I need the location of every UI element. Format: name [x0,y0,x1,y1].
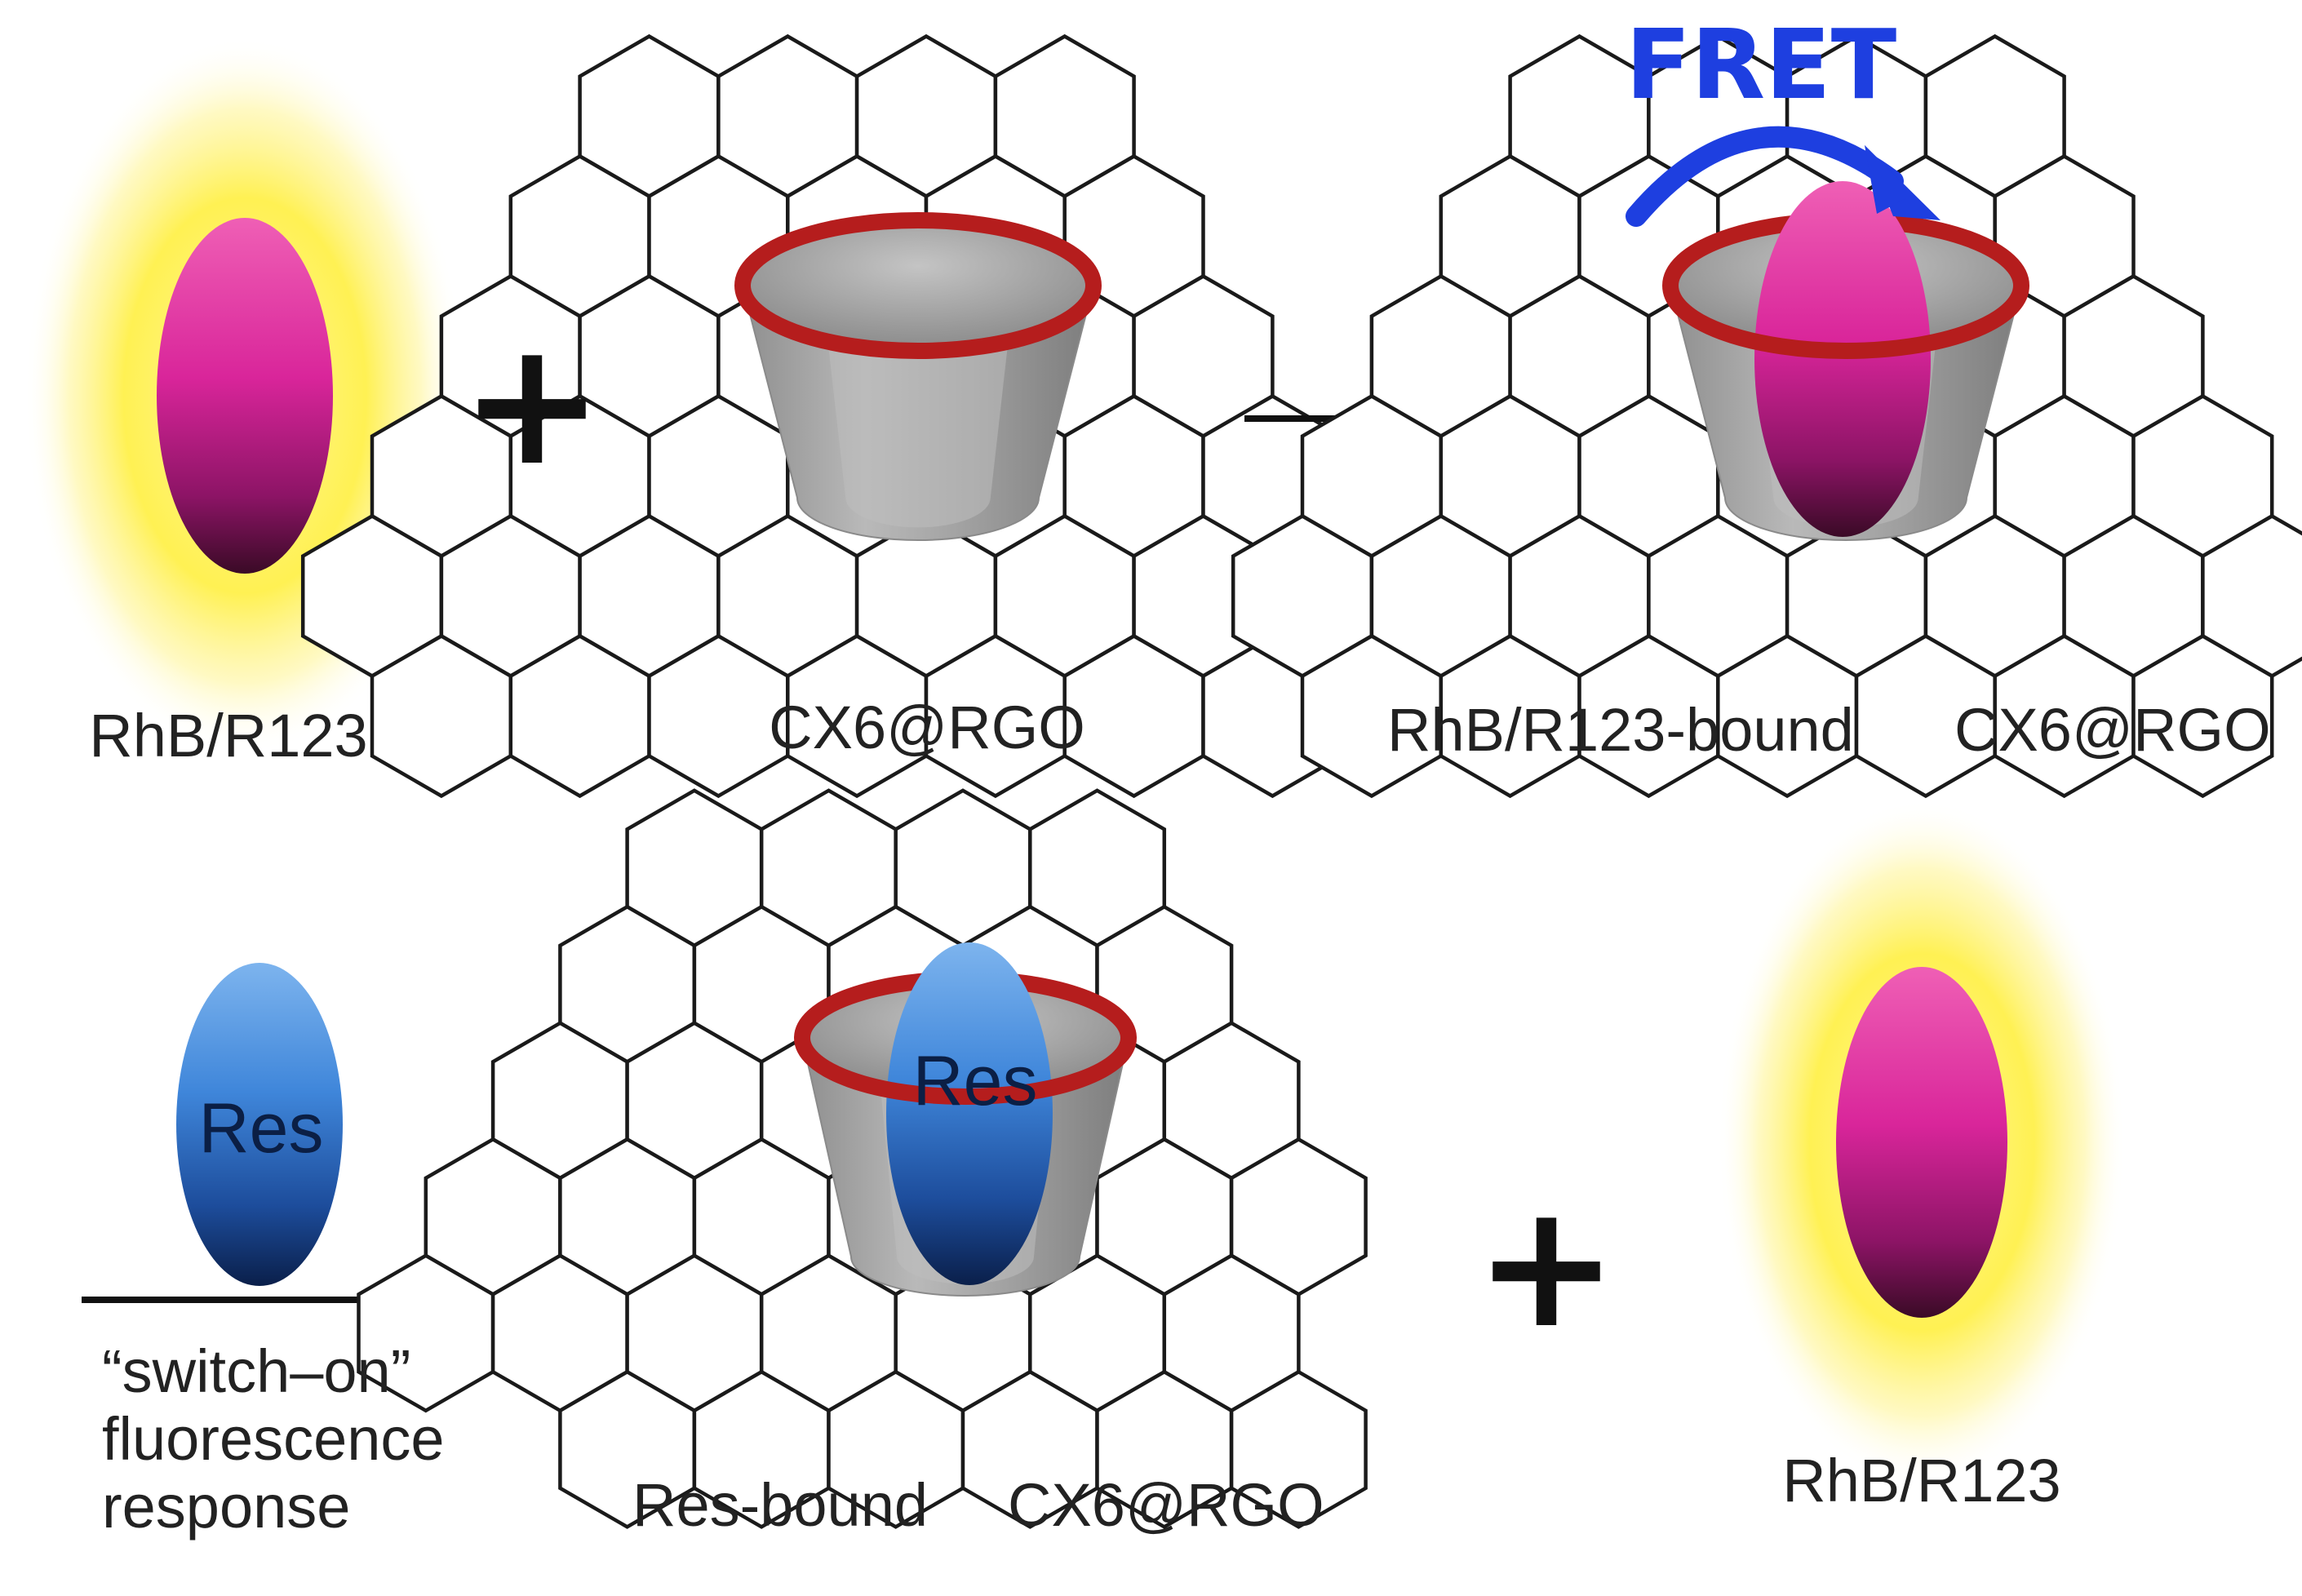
label-complex-top: RhB/R123-bound [1387,696,1854,764]
label-res-free: Res [198,1089,324,1168]
graphene-hexagon [1229,1369,1368,1529]
label-fret: FRET [1625,8,1897,121]
label-res-bound: Res [912,1042,1038,1120]
label-res-complex-host: CX6@RGO [1008,1471,1324,1539]
fret-arrow-head [1865,145,1941,220]
label-switch-line1: “switch–on” [102,1337,411,1405]
graphene-hexagon [2131,633,2274,799]
calixarene-cup-complex-top [1662,181,2029,541]
fret-arrow [1626,126,1904,227]
label-switch-line3: response [102,1472,351,1541]
plus-sign-bottom: + [1475,1166,1618,1366]
label-switch-on: “switch–on” fluorescence response [102,1337,445,1541]
cup-rim-front [794,1037,1137,1105]
plus-sign-top: + [460,304,604,503]
label-host-top: CX6@RGO [769,694,1085,761]
dye-ellipsoid-bottom [1836,967,2007,1318]
guest-molecule [886,942,1053,1285]
cup-rim [734,212,1102,359]
label-complex-top-host: CX6@RGO [1954,696,2271,764]
label-dye-bottom: RhB/R123 [1782,1447,2061,1514]
label-res-complex: Res-bound [632,1471,929,1539]
label-dye-top: RhB/R123 [89,702,368,769]
label-switch-line2: fluorescence [102,1404,445,1473]
dye-molecule-bottom [1718,800,2126,1485]
cup-rim-front [1662,285,2029,359]
res-molecule-free [176,963,343,1286]
guest-molecule [1754,181,1931,537]
calixarene-cup-host-top [734,212,1102,541]
cup-opening [743,220,1093,351]
calixarene-cup-complex-bottom [794,942,1137,1297]
fret-arrow-head-b [1865,145,1914,214]
dye-ellipsoid [157,218,333,574]
